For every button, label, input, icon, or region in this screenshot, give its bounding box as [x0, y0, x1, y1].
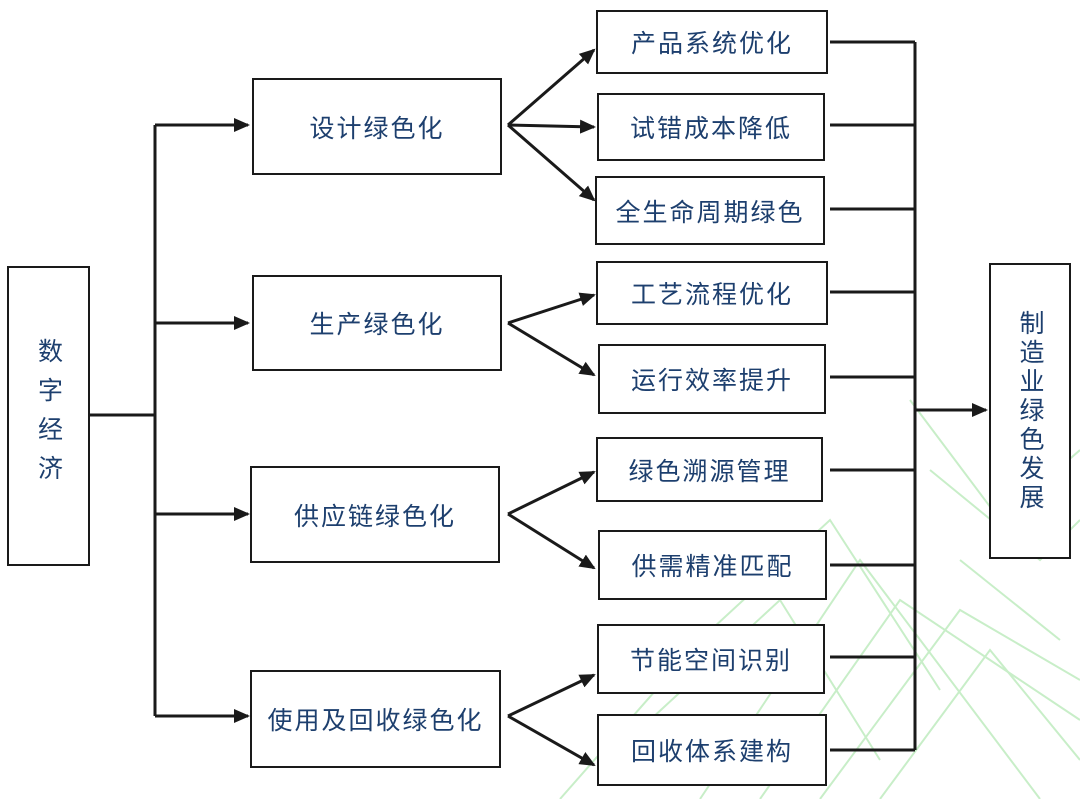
- outcome-node: 全生命周期绿色: [595, 176, 825, 245]
- arrow-outcome-1-2: [507, 119, 596, 134]
- outcome-label: 绿色溯源管理: [628, 456, 791, 486]
- stage-node-supply-chain: 供应链绿色化: [250, 466, 500, 563]
- arrow-outcome-3-2: [507, 512, 596, 570]
- stage-node-use-recycle: 使用及回收绿色化: [250, 670, 501, 768]
- arrow-outcome-2-2: [507, 321, 596, 377]
- outcome-label: 回收体系建构: [630, 737, 793, 766]
- arrow-outcome-4-2: [507, 714, 596, 767]
- stage-label: 生产绿色化: [309, 310, 445, 339]
- stage-node-design: 设计绿色化: [252, 78, 502, 175]
- outcome-label: 产品系统优化: [630, 29, 793, 58]
- target-node: 制造业绿色发展: [989, 263, 1071, 559]
- outcome-node: 试错成本降低: [597, 93, 825, 161]
- stage-node-production: 生产绿色化: [252, 275, 502, 371]
- arrow-outcome-2-1: [507, 292, 596, 325]
- stage-label: 供应链绿色化: [293, 501, 456, 531]
- outcome-label: 工艺流程优化: [630, 280, 793, 309]
- outcome-label: 试错成本降低: [629, 114, 792, 143]
- outcome-label: 运行效率提升: [630, 366, 793, 395]
- outcome-node: 工艺流程优化: [596, 261, 828, 325]
- outcome-node: 节能空间识别: [597, 624, 825, 694]
- target-label: 制造业绿色发展: [1016, 309, 1045, 513]
- outcome-label: 全生命周期绿色: [615, 197, 805, 227]
- source-node: 数字经济: [7, 266, 90, 566]
- outcome-label: 供需精准匹配: [631, 552, 794, 581]
- outcome-node: 绿色溯源管理: [596, 437, 823, 502]
- outcome-node: 产品系统优化: [596, 10, 828, 74]
- arrow-outcome-3-1: [507, 470, 596, 516]
- outcome-node: 供需精准匹配: [598, 530, 827, 600]
- outcome-node: 回收体系建构: [597, 714, 827, 786]
- source-label: 数字经济: [34, 338, 64, 494]
- arrow-outcome-1-3: [507, 123, 596, 202]
- outcome-node: 运行效率提升: [598, 344, 826, 414]
- outcome-label: 节能空间识别: [629, 646, 792, 675]
- stage-label: 设计绿色化: [309, 113, 445, 143]
- stage-label: 使用及回收绿色化: [267, 706, 484, 735]
- arrow-outcome-4-1: [507, 673, 596, 718]
- arrow-outcome-1-1: [507, 48, 596, 127]
